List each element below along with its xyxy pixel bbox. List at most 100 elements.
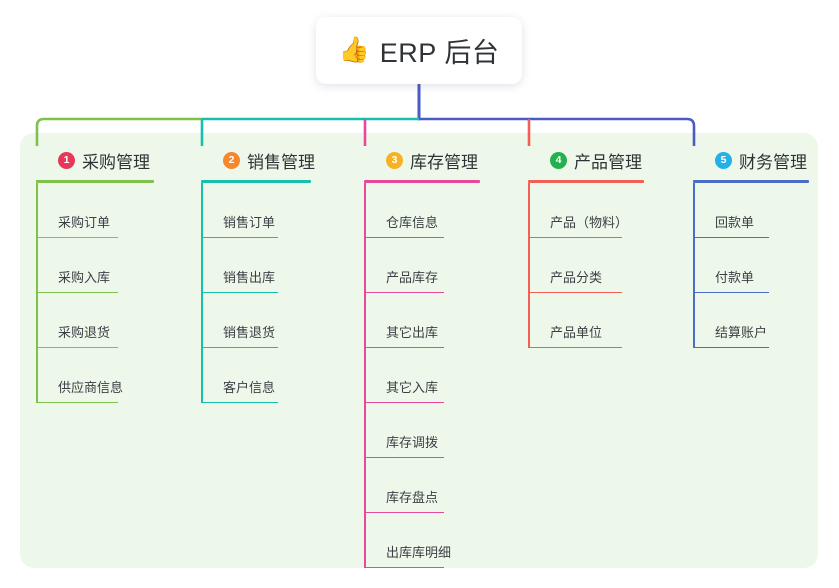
- leaf-label: 供应商信息: [58, 380, 124, 395]
- leaf-node[interactable]: 其它入库: [364, 348, 480, 403]
- leaf-node[interactable]: 销售订单: [201, 183, 315, 238]
- branch-leaf-list-3: 仓库信息产品库存其它出库其它入库库存调拨库存盘点出库库明细: [364, 183, 480, 568]
- root-node[interactable]: 👍 ERP 后台: [316, 17, 522, 84]
- leaf-label: 出库库明细: [386, 545, 452, 560]
- leaf-label: 采购订单: [58, 215, 111, 230]
- leaf-node[interactable]: 库存调拨: [364, 403, 480, 458]
- root-node-label: ERP 后台: [379, 38, 500, 68]
- leaf-rule: [36, 401, 118, 403]
- leaf-label: 其它入库: [386, 380, 439, 395]
- branch-spine-4: [528, 183, 530, 348]
- diagram-panel: [20, 133, 818, 568]
- leaf-label: 仓库信息: [386, 215, 439, 230]
- branch-leaf-list-1: 采购订单采购入库采购退货供应商信息: [36, 183, 154, 403]
- branch-leaf-list-2: 销售订单销售出库销售退货客户信息: [201, 183, 315, 403]
- leaf-node[interactable]: 销售出库: [201, 238, 315, 293]
- branch-header-2[interactable]: 2 销售管理: [201, 147, 315, 174]
- branch-spine-3: [364, 183, 366, 568]
- leaf-label: 回款单: [715, 215, 755, 230]
- leaf-label: 销售出库: [223, 270, 276, 285]
- leaf-label: 销售退货: [223, 325, 276, 340]
- branch-column-5: 5 财务管理回款单付款单结算账户: [693, 147, 809, 348]
- thumbs-up-icon: 👍: [338, 36, 370, 64]
- leaf-rule: [528, 236, 622, 238]
- leaf-label: 采购入库: [58, 270, 111, 285]
- leaf-label: 其它出库: [386, 325, 439, 340]
- leaf-node[interactable]: 采购订单: [36, 183, 154, 238]
- branch-spine-1: [36, 183, 38, 403]
- branch-rule-2: [201, 180, 311, 183]
- leaf-rule: [528, 346, 622, 348]
- branch-rule-3: [364, 180, 480, 183]
- leaf-node[interactable]: 销售退货: [201, 293, 315, 348]
- leaf-rule: [36, 291, 118, 293]
- branch-badge-2: 2: [223, 152, 240, 169]
- leaf-rule: [364, 456, 444, 458]
- leaf-label: 产品单位: [550, 325, 603, 340]
- leaf-label: 销售订单: [223, 215, 276, 230]
- leaf-rule: [201, 346, 278, 348]
- leaf-node[interactable]: 库存盘点: [364, 458, 480, 513]
- branch-title-3: 库存管理: [410, 153, 478, 172]
- leaf-rule: [364, 566, 444, 568]
- branch-header-4[interactable]: 4 产品管理: [528, 147, 644, 174]
- leaf-node[interactable]: 客户信息: [201, 348, 315, 403]
- branch-header-3[interactable]: 3 库存管理: [364, 147, 480, 174]
- branch-badge-1: 1: [58, 152, 75, 169]
- branch-header-5[interactable]: 5 财务管理: [693, 147, 809, 174]
- leaf-node[interactable]: 回款单: [693, 183, 809, 238]
- leaf-rule: [201, 236, 278, 238]
- branch-rule-5: [693, 180, 809, 183]
- leaf-rule: [201, 401, 278, 403]
- leaf-label: 付款单: [715, 270, 755, 285]
- branch-title-1: 采购管理: [82, 153, 150, 172]
- branch-leaf-list-5: 回款单付款单结算账户: [693, 183, 809, 348]
- branch-column-1: 1 采购管理采购订单采购入库采购退货供应商信息: [36, 147, 154, 403]
- branch-badge-4: 4: [550, 152, 567, 169]
- leaf-node[interactable]: 采购入库: [36, 238, 154, 293]
- leaf-label: 客户信息: [223, 380, 276, 395]
- leaf-label: 产品分类: [550, 270, 603, 285]
- branch-header-1[interactable]: 1 采购管理: [36, 147, 154, 174]
- branch-title-2: 销售管理: [247, 153, 315, 172]
- leaf-label: 库存调拨: [386, 435, 439, 450]
- leaf-label: 库存盘点: [386, 490, 439, 505]
- leaf-rule: [693, 291, 769, 293]
- leaf-node[interactable]: 其它出库: [364, 293, 480, 348]
- branch-title-5: 财务管理: [739, 153, 807, 172]
- leaf-label: 采购退货: [58, 325, 111, 340]
- leaf-rule: [201, 291, 278, 293]
- leaf-node[interactable]: 出库库明细: [364, 513, 480, 568]
- leaf-node[interactable]: 付款单: [693, 238, 809, 293]
- branch-column-3: 3 库存管理仓库信息产品库存其它出库其它入库库存调拨库存盘点出库库明细: [364, 147, 480, 568]
- branch-spine-2: [201, 183, 203, 403]
- leaf-label: 结算账户: [715, 325, 768, 340]
- leaf-rule: [36, 236, 118, 238]
- leaf-node[interactable]: 产品库存: [364, 238, 480, 293]
- leaf-node[interactable]: 采购退货: [36, 293, 154, 348]
- leaf-rule: [693, 236, 769, 238]
- leaf-rule: [528, 291, 622, 293]
- leaf-node[interactable]: 产品分类: [528, 238, 644, 293]
- leaf-rule: [36, 346, 118, 348]
- leaf-node[interactable]: 产品（物料）: [528, 183, 644, 238]
- branch-rule-4: [528, 180, 644, 183]
- branch-leaf-list-4: 产品（物料） 产品分类产品单位: [528, 183, 644, 348]
- leaf-node[interactable]: 仓库信息: [364, 183, 480, 238]
- branch-title-4: 产品管理: [574, 153, 642, 172]
- branch-badge-5: 5: [715, 152, 732, 169]
- leaf-rule: [364, 291, 444, 293]
- leaf-rule: [364, 346, 444, 348]
- leaf-label: 产品（物料）: [550, 215, 629, 230]
- branch-column-2: 2 销售管理销售订单销售出库销售退货客户信息: [201, 147, 315, 403]
- branch-spine-5: [693, 183, 695, 348]
- branch-column-4: 4 产品管理产品（物料） 产品分类产品单位: [528, 147, 644, 348]
- leaf-rule: [364, 236, 444, 238]
- leaf-node[interactable]: 结算账户: [693, 293, 809, 348]
- leaf-rule: [364, 401, 444, 403]
- leaf-node[interactable]: 供应商信息: [36, 348, 154, 403]
- branch-badge-3: 3: [386, 152, 403, 169]
- leaf-node[interactable]: 产品单位: [528, 293, 644, 348]
- leaf-label: 产品库存: [386, 270, 439, 285]
